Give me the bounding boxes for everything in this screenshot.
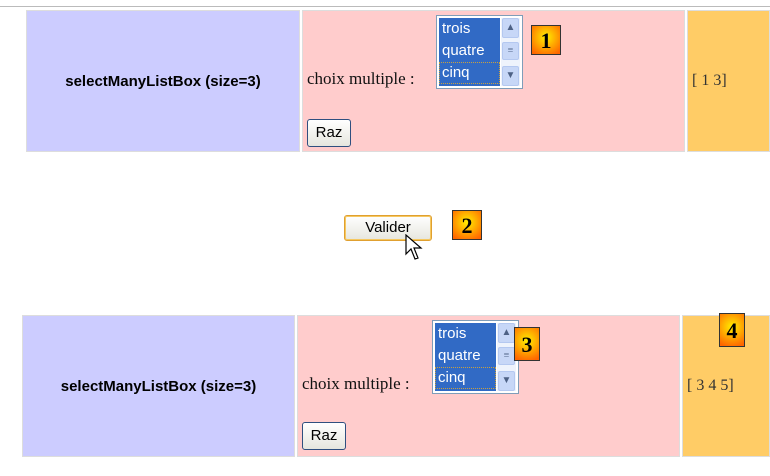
form-row-after: selectManyListBox (size=3) choix multipl… xyxy=(0,313,770,461)
field-label: choix multiple : xyxy=(302,374,410,393)
row-label: selectManyListBox (size=3) xyxy=(26,10,300,152)
annotation-badge: 3 xyxy=(514,327,540,361)
option-quatre[interactable]: quatre xyxy=(438,347,481,364)
reset-button[interactable]: Raz xyxy=(307,119,351,147)
option-trois[interactable]: trois xyxy=(442,20,471,37)
selected-value: [ 1 3] xyxy=(687,10,770,152)
chevron-up-icon[interactable]: ▲ xyxy=(498,323,515,343)
input-cell: choix multiple : trois quatre cinq ▲ ≡ ▼… xyxy=(297,315,680,457)
input-cell: choix multiple : trois quatre cinq ▲ ≡ ▼… xyxy=(302,10,685,152)
option-cinq[interactable]: cinq xyxy=(439,62,500,84)
cursor-icon xyxy=(405,233,423,267)
form-row-before: selectManyListBox (size=3) choix multipl… xyxy=(0,10,770,156)
reset-button[interactable]: Raz xyxy=(302,422,346,450)
option-trois[interactable]: trois xyxy=(438,325,467,342)
row-label: selectManyListBox (size=3) xyxy=(22,315,295,457)
multi-select-listbox[interactable]: trois quatre cinq ▲ ≡ ▼ xyxy=(436,15,523,89)
chevron-down-icon[interactable]: ▼ xyxy=(498,371,515,391)
divider xyxy=(0,6,770,7)
scrollbar[interactable]: ▲ ≡ ▼ xyxy=(497,323,516,391)
scrollbar[interactable]: ▲ ≡ ▼ xyxy=(501,18,520,86)
scroll-thumb[interactable]: ≡ xyxy=(498,347,515,365)
annotation-badge: 2 xyxy=(452,210,482,240)
field-label: choix multiple : xyxy=(307,69,415,88)
scroll-thumb[interactable]: ≡ xyxy=(502,42,519,60)
option-quatre[interactable]: quatre xyxy=(442,42,485,59)
option-cinq[interactable]: cinq xyxy=(435,367,496,389)
annotation-badge: 1 xyxy=(531,25,561,55)
annotation-badge: 4 xyxy=(719,313,745,347)
chevron-up-icon[interactable]: ▲ xyxy=(502,18,519,38)
multi-select-listbox[interactable]: trois quatre cinq ▲ ≡ ▼ xyxy=(432,320,519,394)
chevron-down-icon[interactable]: ▼ xyxy=(502,66,519,86)
submit-button[interactable]: Valider xyxy=(344,215,432,241)
